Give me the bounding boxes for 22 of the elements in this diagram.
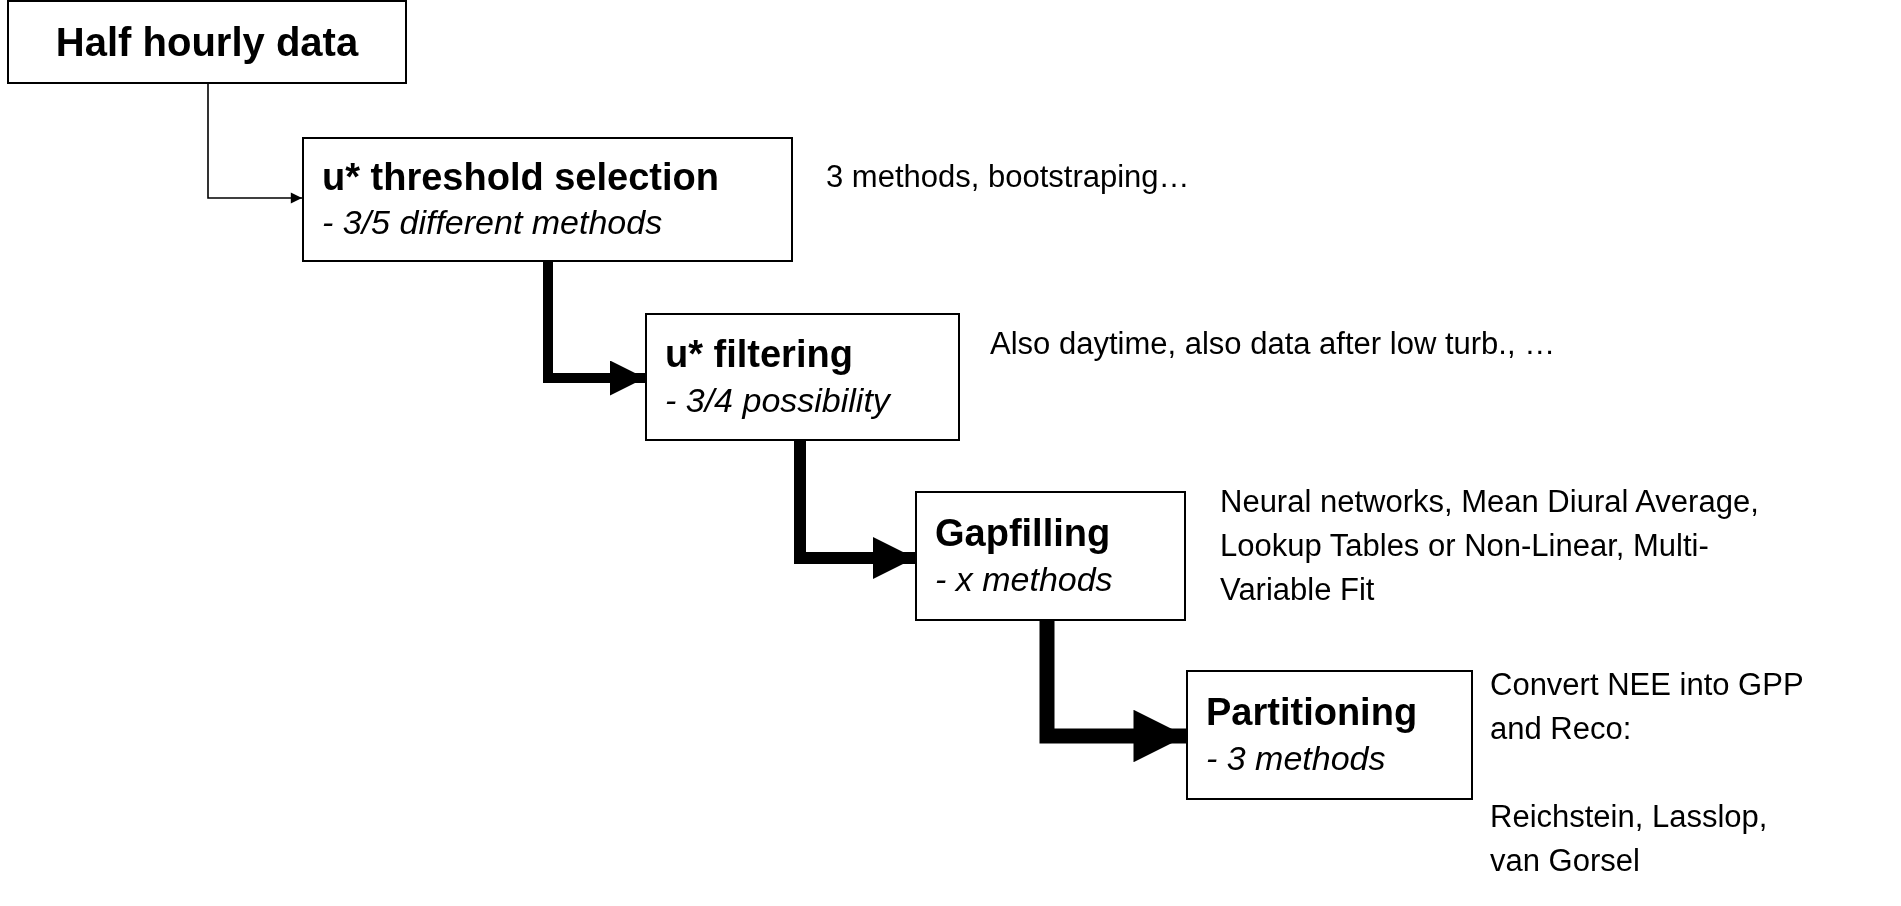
process-box [915, 491, 1186, 621]
side-note: Convert NEE into GPP and Reco: [1490, 666, 1804, 748]
side-note: 3 methods, bootstraping… [826, 158, 1191, 196]
box-title: Half hourly data [55, 19, 359, 66]
box-title: u* threshold selection [322, 154, 719, 200]
box-title: u* filtering [665, 332, 853, 378]
side-note: Also daytime, also data after low turb., … [990, 325, 1557, 363]
process-box [645, 313, 960, 441]
process-box [302, 137, 793, 262]
side-note: Neural networks, Mean Diural Average, Lookup Tables or Non-Linear, Multi-Variable Fit [1220, 483, 1760, 609]
box-subtitle: - 3/4 possibility [665, 379, 890, 421]
box-subtitle: - x methods [935, 558, 1113, 600]
process-box [7, 0, 407, 84]
side-note: Reichstein, Lasslop, van Gorsel [1490, 798, 1769, 880]
box-subtitle: - 3/5 different methods [322, 202, 663, 244]
box-title: Gapfilling [935, 511, 1111, 557]
process-box [1186, 670, 1473, 800]
box-title: Partitioning [1206, 690, 1418, 736]
arrow [543, 262, 645, 396]
arrow [794, 441, 915, 579]
box-subtitle: - 3 methods [1206, 737, 1386, 779]
arrow [207, 83, 303, 204]
